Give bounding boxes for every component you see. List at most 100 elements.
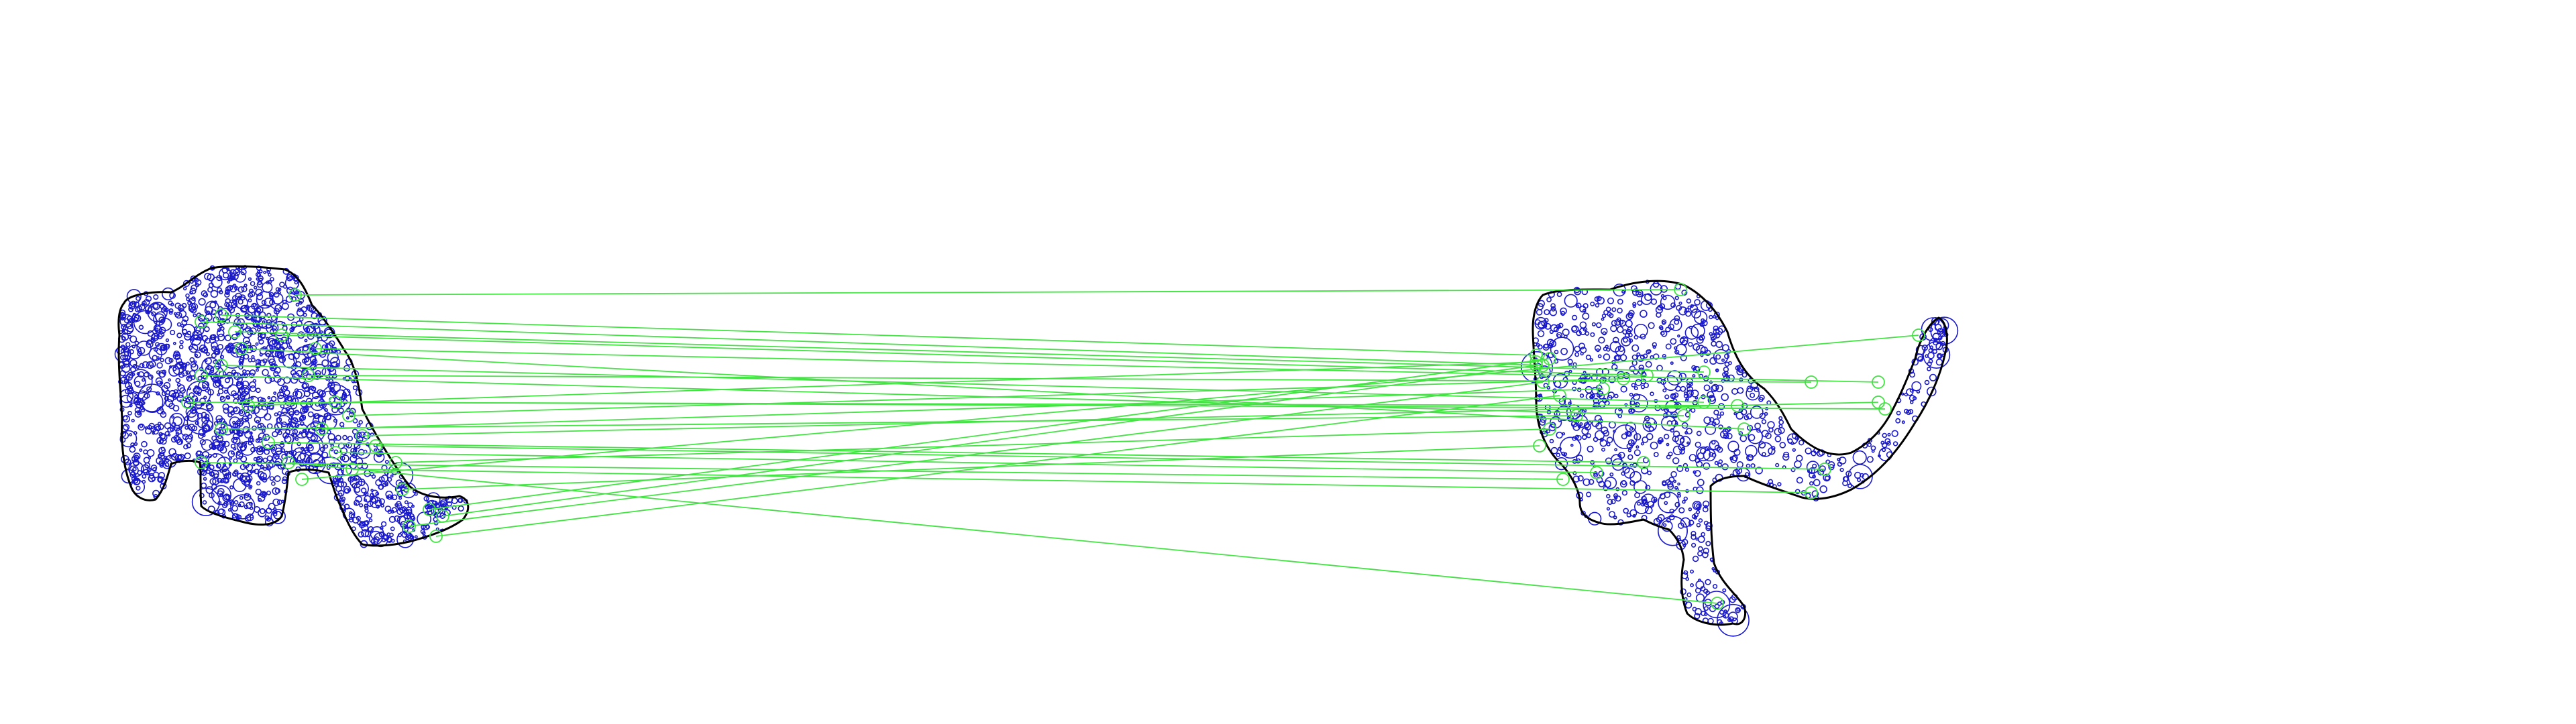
keypoint-circle-right [1721,358,1725,362]
keypoint-circle-left [281,421,287,428]
keypoint-circle-left [303,406,309,412]
keypoint-circle-left [239,495,244,500]
keypoint-circle-left [199,318,203,322]
keypoint-circle-left [201,347,209,354]
keypoint-circle-left [355,495,362,503]
keypoint-circle-right [1674,349,1680,355]
keypoint-circle-left [384,459,389,464]
keypoint-circle-right [1699,334,1705,341]
keypoint-circle-right [1778,420,1784,425]
keypoint-circle-right [1632,302,1637,306]
keypoint-circle-left [380,521,387,527]
keypoint-circle-right [1746,413,1753,420]
keypoint-circle-right [1607,312,1612,317]
keypoint-circle-right [1860,473,1864,478]
keypoint-circle-left [223,407,229,414]
keypoint-circle-left [143,298,150,306]
keypoint-circle-right [1709,314,1713,320]
keypoint-circle-right [1586,433,1591,438]
keypoint-circle-right [1560,347,1568,355]
keypoint-circle-left [133,396,141,404]
keypoint-circle-left [296,369,303,377]
keypoint-circle-right [1937,328,1944,335]
keypoint-circle-left [296,308,305,317]
keypoint-circle-right [1658,440,1662,444]
keypoint-circle-right [1713,311,1720,318]
keypoint-circle-right [1606,493,1611,499]
keypoint-circle-left [188,387,191,391]
keypoint-circle-left [341,481,347,488]
keypoint-circle-left [337,481,345,487]
keypoint-circle-left [246,475,253,482]
keypoint-circle-right [1673,430,1680,438]
keypoint-circle-left [129,318,133,322]
keypoint-circle-right [1664,501,1668,505]
keypoint-circle-right [1550,337,1574,361]
matched-keypoint-circle [1805,375,1818,389]
keypoint-circle-left [297,331,305,339]
keypoint-circle-left [370,497,376,503]
keypoint-circle-right [1702,551,1709,558]
keypoint-circle-left [256,293,264,300]
keypoint-circle-left [215,415,223,422]
keypoint-circle-right [1713,410,1719,416]
match-line [435,395,1560,537]
keypoint-circle-right [1640,333,1646,340]
keypoint-circle-right [1674,315,1680,321]
keypoint-circle-right [1717,601,1722,606]
keypoint-circle-left [297,307,302,312]
keypoint-circle-left [223,472,231,480]
keypoint-circle-right [1590,394,1595,399]
keypoint-circle-left [168,308,174,313]
keypoint-circle-right [1779,442,1786,448]
keypoint-circle-right [1666,481,1674,488]
keypoint-circle-right [1722,428,1729,435]
keypoint-circle-right [1703,500,1710,507]
keypoint-circle-left [159,451,165,457]
keypoint-circle-left [136,485,141,491]
match-line [288,462,1718,604]
keypoint-circle-left [232,420,236,424]
keypoint-circle-left [260,476,265,481]
keypoint-circle-left [425,524,431,530]
keypoint-circle-right [1679,338,1685,343]
keypoint-circle-right [1866,456,1874,463]
keypoint-circle-right [1710,385,1718,393]
keypoint-circle-right [1694,613,1701,619]
keypoint-circle-left [259,353,263,357]
keypoint-circle-right [1669,318,1682,331]
keypoint-circle-right [1695,608,1702,615]
keypoint-circle-right [1715,369,1719,373]
keypoint-circle-right [1549,438,1554,444]
keypoint-circle-left [170,329,176,335]
keypoint-circle-right [1696,430,1702,436]
keypoint-circle-left [335,363,340,368]
keypoint-circle-right [1631,383,1636,387]
matched-keypoint-circle [1637,456,1650,469]
keypoint-circle-right [1687,393,1692,398]
keypoint-circle-right [1703,384,1711,391]
keypoint-circle-left [266,517,271,522]
keypoint-circle-left [229,485,234,489]
keypoint-circle-left [356,423,361,428]
keypoint-circle-left [350,455,358,463]
keypoint-circle-left [268,299,275,306]
keypoint-circle-left [203,292,209,298]
keypoint-circle-left [352,483,358,489]
keypoint-circle-left [150,304,154,308]
keypoint-circle-right [1554,349,1559,355]
keypoint-circle-right [1684,601,1693,609]
match-line [395,428,1550,463]
keypoint-circle-left [149,360,156,368]
keypoint-circle-right [1711,440,1716,445]
keypoint-circle-left [120,349,125,354]
keypoint-circle-right [1680,385,1686,392]
keypoint-circle-left [311,360,317,366]
keypoint-circle-left [179,340,184,345]
keypoint-circle-left [250,396,254,400]
keypoint-circle-right [1577,475,1584,482]
keypoint-circle-left [160,357,164,363]
matched-keypoint-circle [1543,422,1556,436]
keypoint-circle-left [262,457,268,463]
keypoint-circle-left [164,462,170,467]
